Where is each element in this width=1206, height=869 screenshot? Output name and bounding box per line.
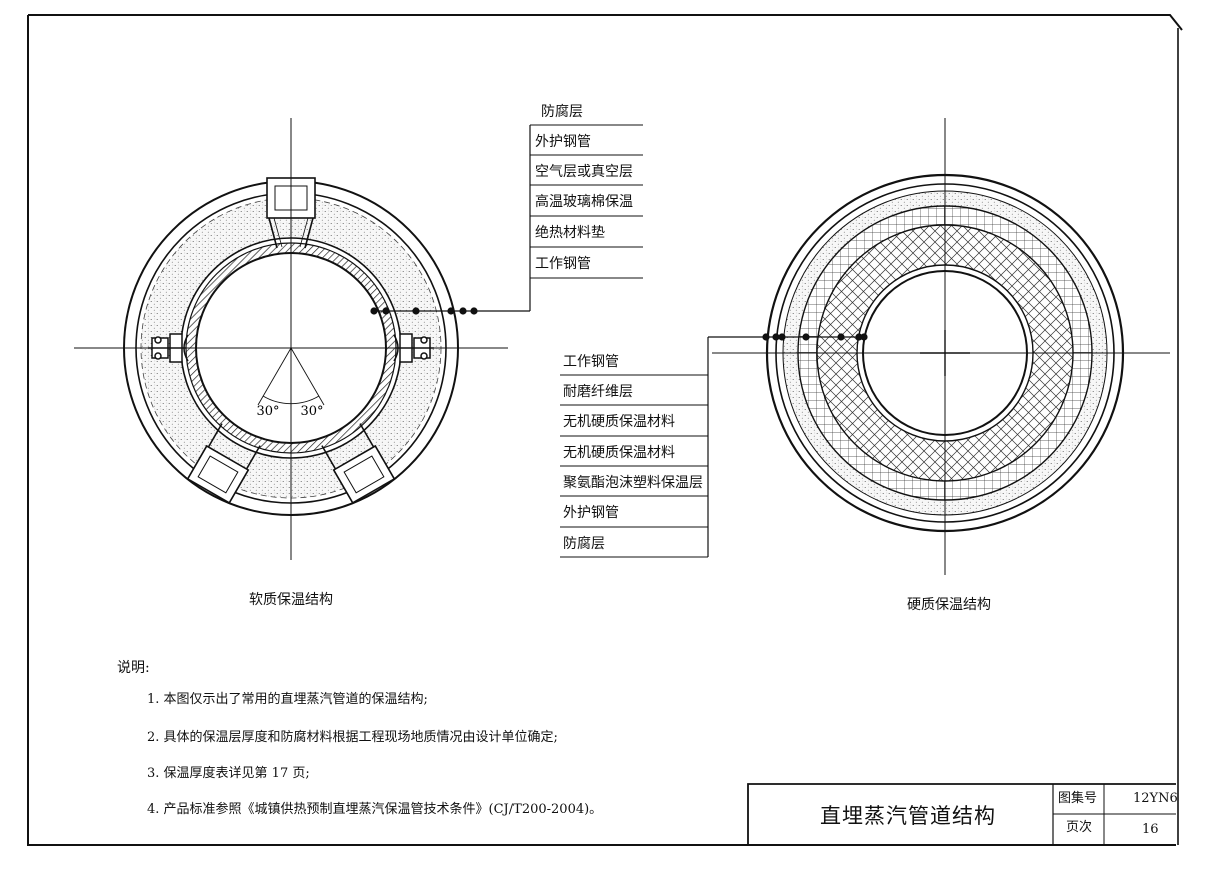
hard-insulation-section [560, 118, 1170, 575]
hard-label-working-pipe: 工作钢管 [563, 354, 619, 370]
hard-caption: 硬质保温结构 [907, 597, 991, 613]
hard-label-table [560, 374, 708, 558]
sheet-border [27, 14, 1183, 846]
soft-caption: 软质保温结构 [249, 592, 333, 608]
note-item-4: 4. 产品标准参照《城镇供热预制直埋蒸汽保温管技术条件》(CJ/T200-200… [147, 802, 603, 817]
note-item-2: 2. 具体的保温层厚度和防腐材料根据工程现场地质情况由设计单位确定; [147, 730, 558, 745]
soft-label-table [530, 124, 643, 279]
page-value: 16 [1142, 822, 1159, 837]
note-item-3: 3. 保温厚度表详见第 17 页; [147, 766, 310, 781]
soft-centerlines [74, 118, 508, 560]
hard-label-outer-steel-pipe: 外护钢管 [563, 505, 619, 521]
soft-label-working-pipe: 工作钢管 [535, 256, 591, 272]
soft-label-air-or-vacuum: 空气层或真空层 [535, 164, 633, 180]
page-label: 页次 [1066, 820, 1093, 835]
title-block [747, 783, 1176, 845]
soft-label-outer-steel-pipe: 外护钢管 [535, 134, 591, 150]
soft-bottom-left-support [186, 423, 261, 504]
atlas-number-label: 图集号 [1058, 791, 1098, 806]
soft-bottom-right-support [321, 423, 396, 504]
atlas-number-value: 12YN6 [1133, 791, 1178, 806]
hard-label-pu-foam: 聚氨酯泡沫塑料保温层 [563, 475, 703, 491]
soft-angle-left: 30° [256, 404, 279, 419]
hard-label-inorganic-2: 无机硬质保温材料 [563, 445, 675, 461]
soft-insulation-section: 30° 30° [74, 118, 643, 560]
note-item-1: 1. 本图仅示出了常用的直埋蒸汽管道的保温结构; [147, 692, 428, 707]
hard-centerlines [712, 118, 1170, 575]
soft-angle-right: 30° [300, 404, 323, 419]
soft-label-insulation-pad: 绝热材料垫 [535, 225, 605, 241]
soft-label-anticorrosion: 防腐层 [541, 104, 583, 120]
soft-label-glasswool: 高温玻璃棉保温 [535, 194, 633, 210]
hard-label-anticorrosion: 防腐层 [563, 536, 605, 552]
soft-leader-line [370, 125, 531, 315]
hard-leader-line [707, 333, 868, 557]
notes-heading: 说明: [117, 660, 150, 676]
hard-label-inorganic-1: 无机硬质保温材料 [563, 414, 675, 430]
drawing-title: 直埋蒸汽管道结构 [820, 804, 996, 828]
hard-label-wear-fiber: 耐磨纤维层 [563, 384, 633, 400]
